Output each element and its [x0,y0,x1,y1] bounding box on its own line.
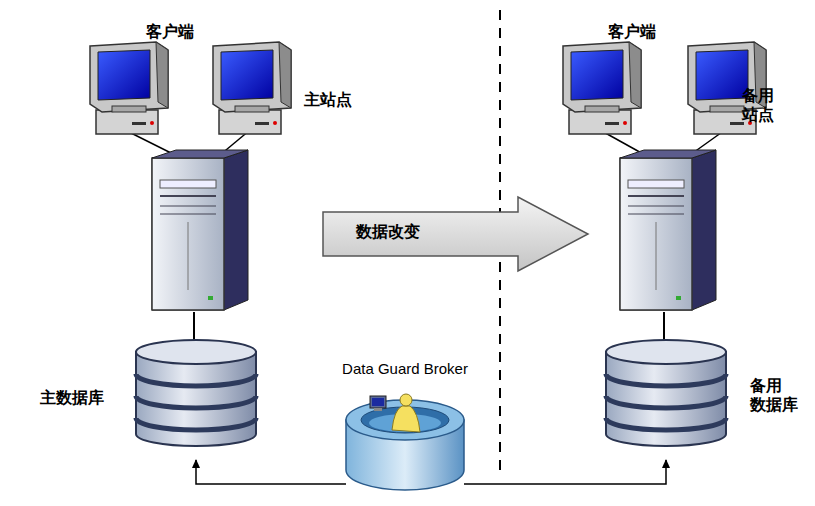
client-label: 客户端 [146,22,194,41]
node-label: 主数据库 [40,388,104,407]
connector-arrow [196,460,346,484]
primary-database: 主数据库 [134,338,258,450]
standby-database: 备用 数据库 [604,338,728,450]
client-label: 客户端 [608,22,656,41]
site-label: 主站点 [304,90,352,109]
broker-icon: Data Guard Broker [346,396,464,492]
site-label: 备用 站点 [742,86,779,124]
node-label: 数据改变 [356,222,420,241]
connector-arrow [464,460,666,484]
node-label: 备用 数据库 [750,376,803,414]
node-label: Data Guard Broker [342,360,468,378]
data-change-arrow: 数据改变 [322,196,590,272]
